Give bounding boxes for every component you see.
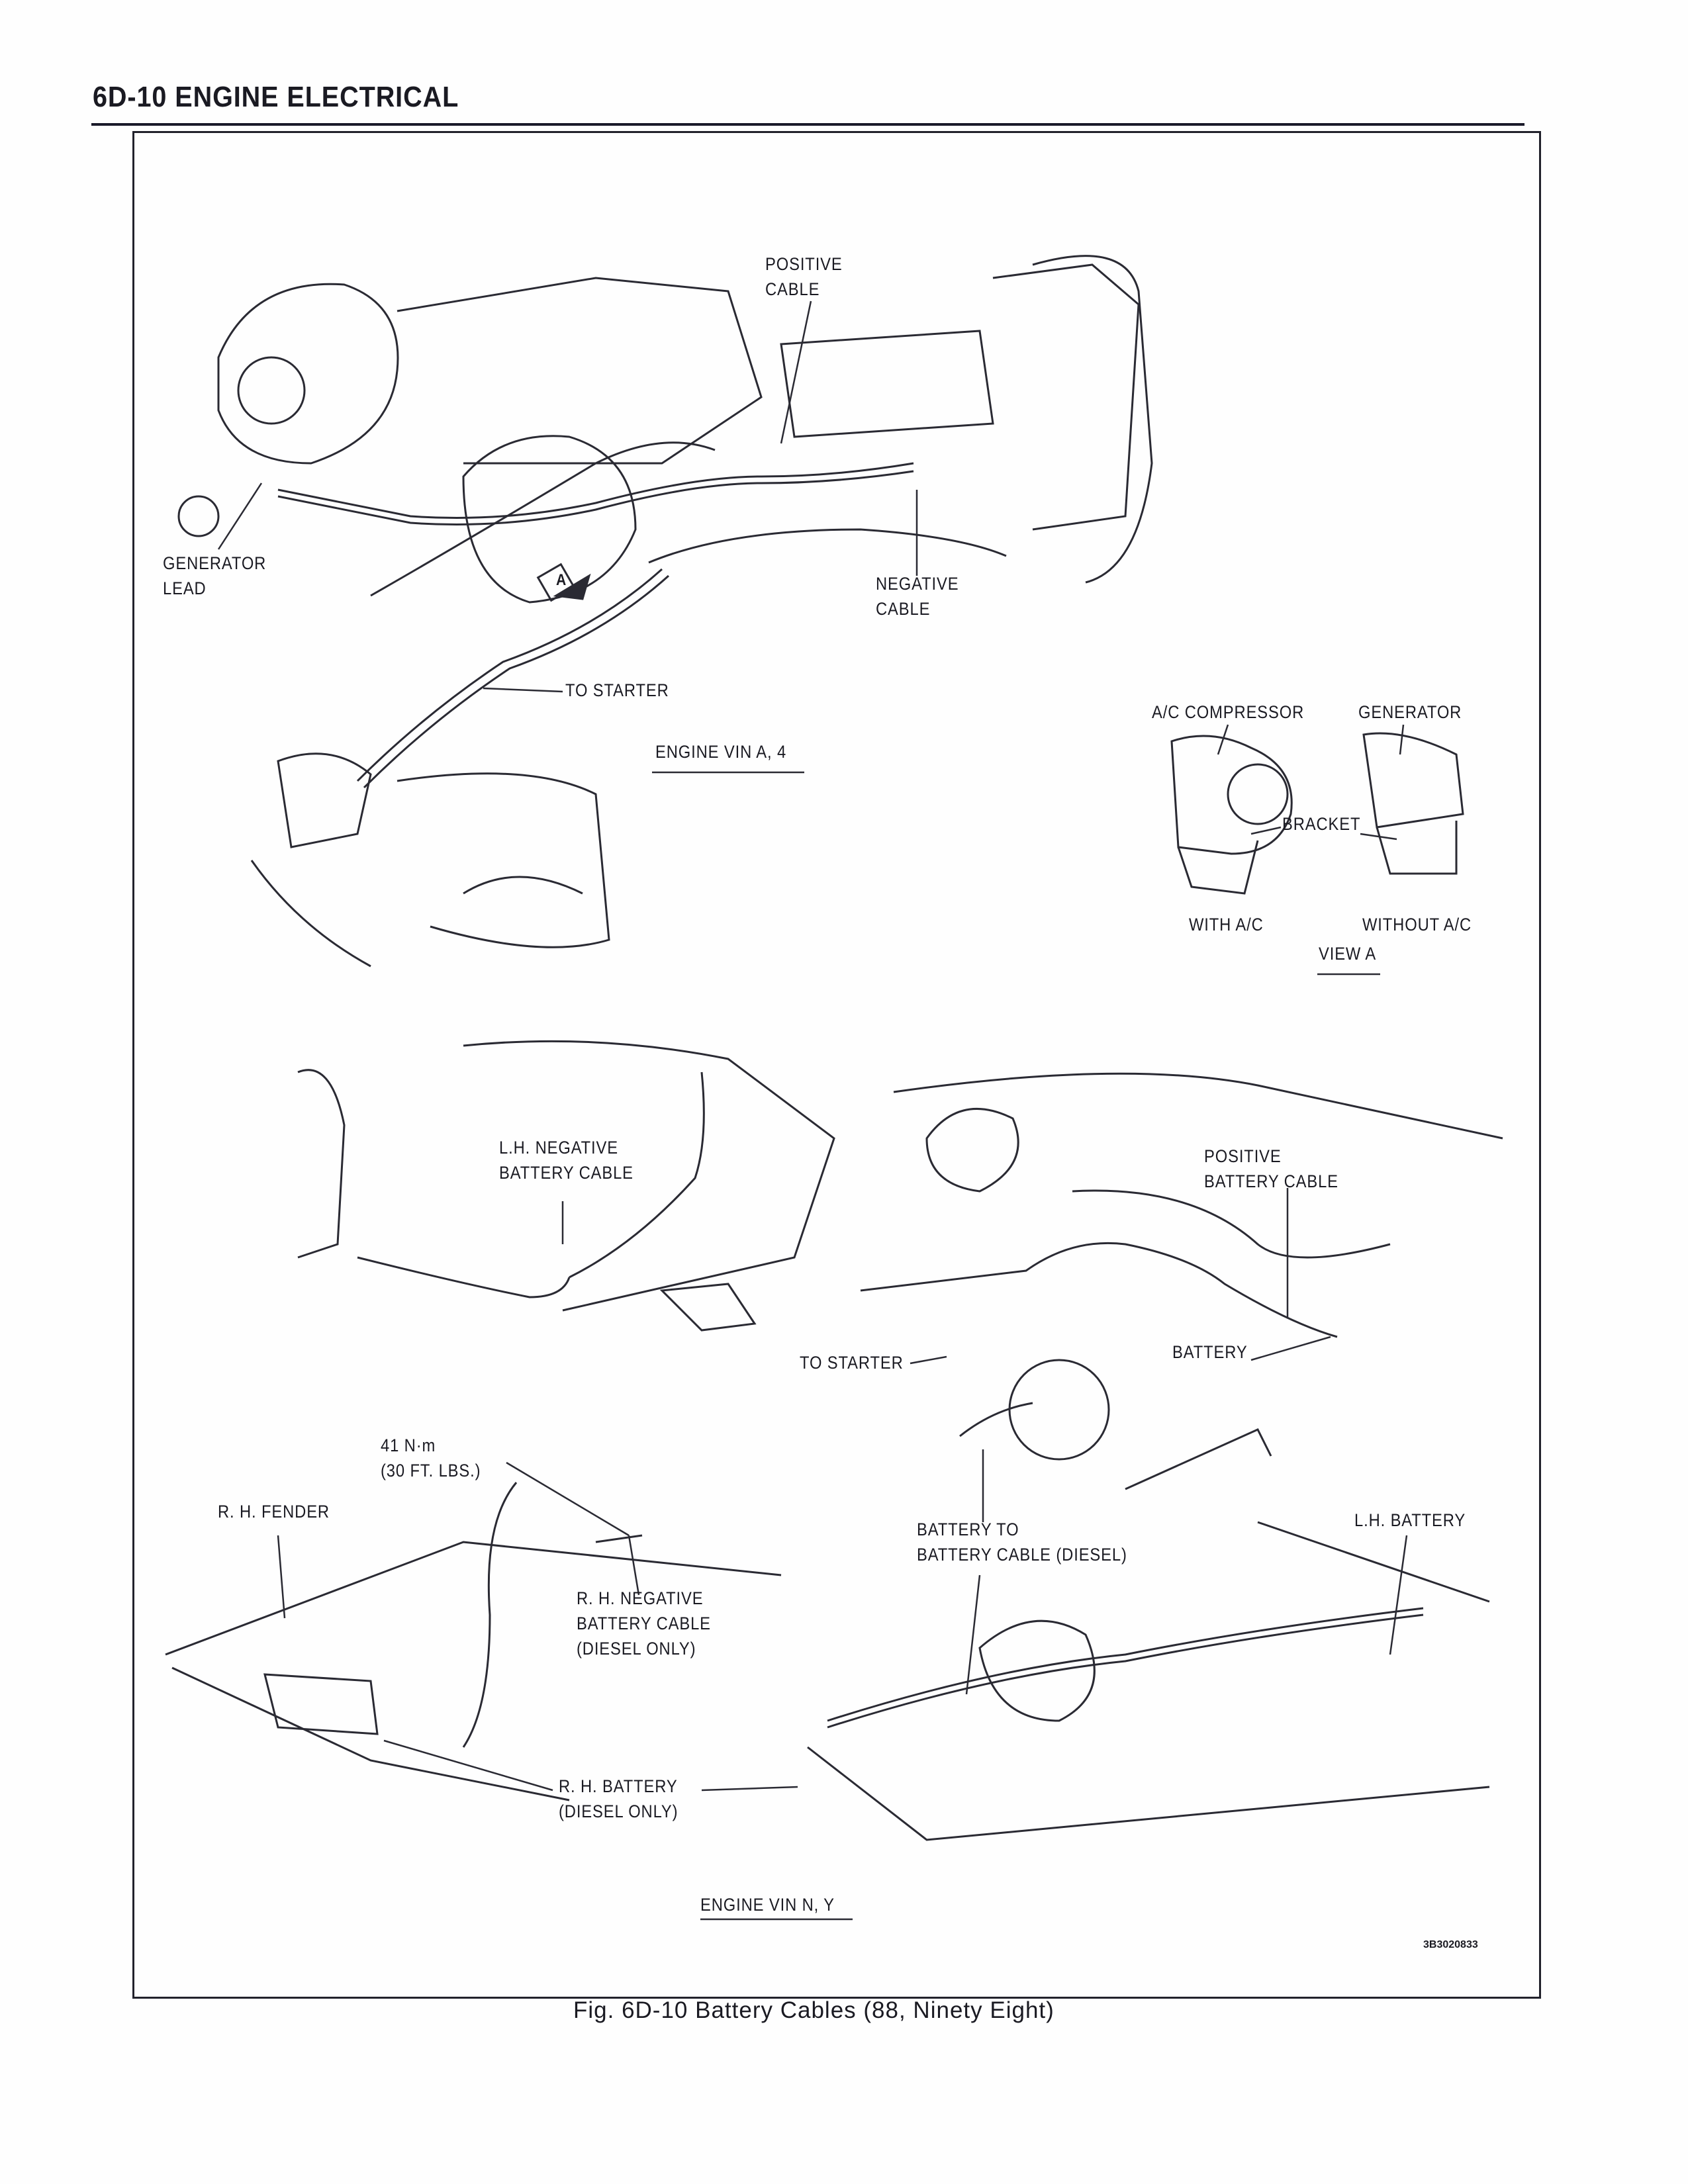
bracket-label: BRACKET xyxy=(1282,814,1361,834)
negative-cable-label: NEGATIVE CABLE xyxy=(876,571,959,621)
label-line: R. H. BATTERY xyxy=(559,1776,678,1796)
label-line: NEGATIVE xyxy=(876,574,959,594)
label-line: (DIESEL ONLY) xyxy=(559,1801,679,1821)
label-line: BATTERY CABLE xyxy=(499,1163,633,1183)
battery-to-battery-cable-label: BATTERY TO BATTERY CABLE (DIESEL) xyxy=(917,1517,1127,1567)
label-line: GENERATOR xyxy=(163,553,267,573)
label-line: CABLE xyxy=(765,279,820,299)
engine-vin-ny-label: ENGINE VIN N, Y xyxy=(700,1895,835,1915)
top-leaders xyxy=(217,300,918,774)
figure-code: 3B3020833 xyxy=(1423,1939,1478,1950)
label-line: BATTERY CABLE xyxy=(577,1614,711,1633)
rh-fender-label: R. H. FENDER xyxy=(218,1502,330,1522)
battery-label: BATTERY xyxy=(1172,1342,1248,1362)
rh-negative-battery-cable-label: R. H. NEGATIVE BATTERY CABLE (DIESEL ONLY) xyxy=(577,1586,711,1661)
label-line: CABLE xyxy=(876,599,931,619)
label-line: BATTERY CABLE xyxy=(1204,1171,1338,1191)
lh-negative-battery-cable-label: L.H. NEGATIVE BATTERY CABLE xyxy=(499,1135,633,1185)
label-line: LEAD xyxy=(163,578,207,598)
label-line: BATTERY CABLE (DIESEL) xyxy=(917,1545,1127,1565)
label-line: POSITIVE xyxy=(765,254,843,274)
label-line: L.H. NEGATIVE xyxy=(499,1138,619,1158)
label-line: (DIESEL ONLY) xyxy=(577,1639,696,1659)
view-a-drawing xyxy=(1170,724,1464,976)
label-line: POSITIVE xyxy=(1204,1146,1282,1166)
without-ac-label: WITHOUT A/C xyxy=(1362,915,1472,934)
generator-label: GENERATOR xyxy=(1358,702,1462,722)
engine-vin-a4-label: ENGINE VIN A, 4 xyxy=(655,742,787,762)
with-ac-label: WITH A/C xyxy=(1189,915,1264,934)
to-starter-label-lower: TO STARTER xyxy=(800,1353,904,1373)
label-line: 41 N·m xyxy=(381,1435,436,1455)
label-line: R. H. NEGATIVE xyxy=(577,1588,704,1608)
rh-battery-label: R. H. BATTERY (DIESEL ONLY) xyxy=(559,1774,678,1824)
positive-battery-drawing xyxy=(860,1072,1503,1490)
ac-compressor-label: A/C COMPRESSOR xyxy=(1152,702,1305,722)
header-rule xyxy=(91,123,1524,126)
lh-negative-drawing xyxy=(297,1040,835,1332)
torque-spec-label: 41 N·m (30 FT. LBS.) xyxy=(381,1433,481,1483)
figure-frame xyxy=(132,131,1541,1999)
engine-vin-a4-drawing xyxy=(177,255,1153,968)
view-a-title: VIEW A xyxy=(1319,944,1377,964)
to-starter-label: TO STARTER xyxy=(565,680,669,700)
view-a-marker: A xyxy=(556,571,567,589)
lh-battery-label: L.H. BATTERY xyxy=(1354,1510,1466,1530)
label-line: BATTERY TO xyxy=(917,1520,1019,1539)
generator-lead-label: GENERATOR LEAD xyxy=(163,551,266,601)
engine-vin-ny-drawing xyxy=(165,1449,1490,1921)
positive-cable-label: POSITIVE CABLE xyxy=(765,251,843,302)
label-line: (30 FT. LBS.) xyxy=(381,1461,481,1480)
positive-battery-cable-label: POSITIVE BATTERY CABLE xyxy=(1204,1144,1338,1194)
figure-caption: Fig. 6D-10 Battery Cables (88, Ninety Ei… xyxy=(573,1997,1055,2023)
page-header: 6D-10 ENGINE ELECTRICAL xyxy=(93,81,459,113)
